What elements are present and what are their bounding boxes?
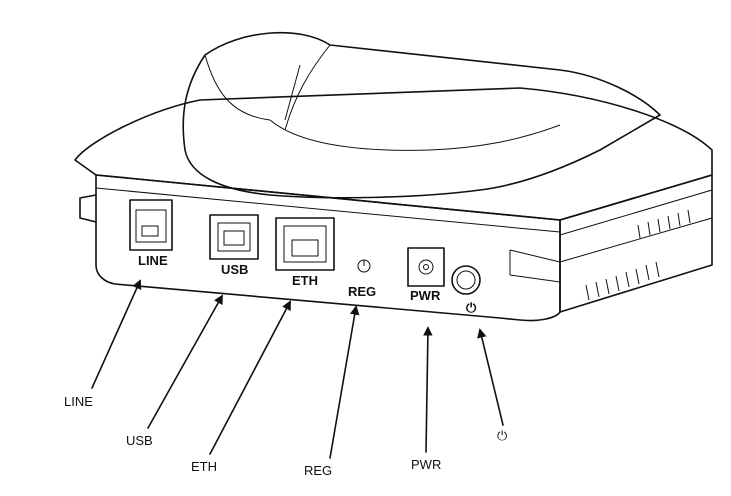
port-label-reg: REG [348, 284, 376, 299]
arrow-line [91, 279, 142, 389]
callout-label-eth: ETH [191, 459, 217, 474]
arrow-reg [329, 305, 360, 459]
arrow-power [477, 328, 504, 426]
port-label-eth: ETH [292, 273, 318, 288]
port-label-line: LINE [138, 253, 168, 268]
callout-label-power: ⏻ [497, 428, 508, 443]
usb-port [209, 214, 259, 260]
top-hump [182, 31, 661, 199]
side-face [559, 174, 713, 313]
arrow-pwr [423, 326, 433, 453]
callout-label-pwr: PWR [411, 457, 442, 472]
callout-label-reg: REG [304, 463, 333, 478]
arrow-usb [147, 294, 223, 429]
port-label-pwr: PWR [410, 288, 441, 303]
vent-slots [585, 209, 691, 301]
line-port [129, 199, 173, 251]
eth-port [275, 217, 335, 271]
callout-label-usb: USB [126, 433, 153, 448]
device-body [74, 31, 713, 322]
arrow-eth [209, 300, 291, 455]
reg-led [357, 259, 371, 273]
port-label-power: ⏻ [466, 300, 477, 315]
callout-arrows [91, 279, 504, 459]
front-face [95, 174, 561, 322]
callout-label-line: LINE [64, 394, 93, 409]
pwr-jack [407, 247, 445, 287]
port-label-usb: USB [221, 262, 248, 277]
power-button [451, 265, 481, 295]
